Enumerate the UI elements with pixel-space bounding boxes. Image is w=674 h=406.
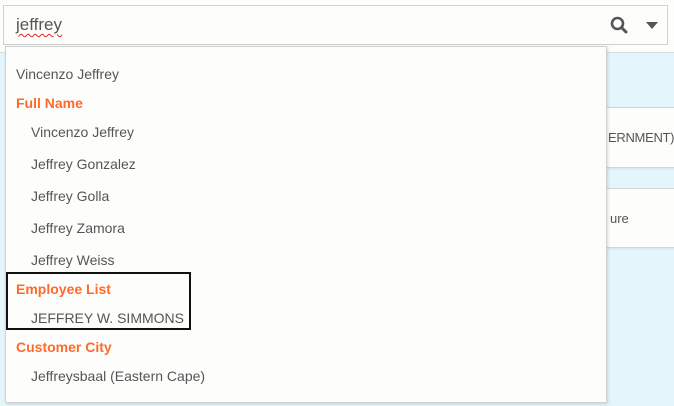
list-item[interactable]: Jeffrey Gonzalez <box>31 156 136 172</box>
card-text: ERNMENT) <box>608 130 674 145</box>
search-box[interactable]: jeffrey <box>3 5 668 45</box>
list-item[interactable]: Jeffrey Zamora <box>31 220 125 236</box>
list-item[interactable]: Vincenzo Jeffrey <box>16 66 119 82</box>
group-header: Employee List <box>16 281 111 297</box>
highlight-box <box>6 272 191 330</box>
card-text: ure <box>610 211 629 226</box>
list-item[interactable]: Vincenzo Jeffrey <box>31 124 134 140</box>
autocomplete-dropdown: Vincenzo Jeffrey Full Name Vincenzo Jeff… <box>5 46 607 403</box>
search-input[interactable]: jeffrey <box>16 15 62 34</box>
group-header: Customer City <box>16 339 112 355</box>
list-item[interactable]: Jeffrey Weiss <box>31 252 115 268</box>
search-icon[interactable] <box>610 16 628 34</box>
caret-down-icon[interactable] <box>646 22 658 29</box>
list-item[interactable]: Jeffreysbaal (Eastern Cape) <box>31 368 206 384</box>
list-item[interactable]: JEFFREY W. SIMMONS <box>31 310 184 326</box>
list-item[interactable]: Jeffrey Golla <box>31 188 110 204</box>
group-header: Full Name <box>16 95 83 111</box>
